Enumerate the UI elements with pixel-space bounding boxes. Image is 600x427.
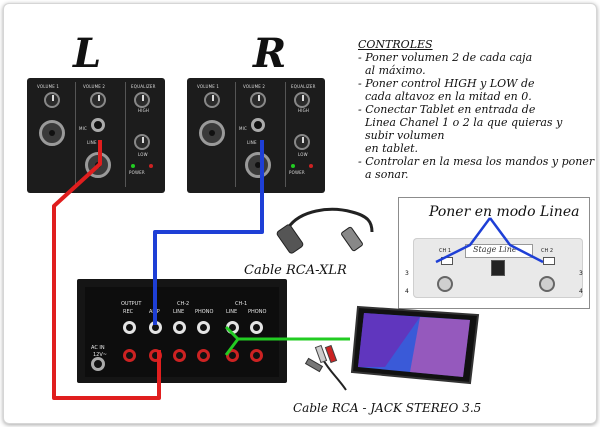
red-cable xyxy=(52,140,161,400)
equalizer-label: EQUALIZER xyxy=(131,84,156,89)
ch2-line-rca-right[interactable] xyxy=(173,349,186,362)
blue-cable xyxy=(153,140,264,325)
instruction-line: - Poner control HIGH y LOW de xyxy=(358,77,535,90)
ch1-phono-label: PHONO xyxy=(248,309,267,315)
instructions-block: CONTROLES - Poner volumen 2 de cada caja… xyxy=(358,38,595,181)
volume2-label: VOLUME 2 xyxy=(83,84,106,89)
voltage-label: 12V~ xyxy=(93,352,107,358)
instructions-title: CONTROLES xyxy=(358,38,433,51)
power-led xyxy=(291,164,295,168)
instruction-line: Linea Chanel 1 o 2 la que quieras y xyxy=(365,116,563,129)
ch1-phono-rca-left[interactable] xyxy=(250,321,263,334)
ac-in-label: AC IN xyxy=(91,345,105,351)
ch2-phono-label: PHONO xyxy=(195,309,214,315)
power-label: POWER xyxy=(289,170,305,175)
line-mode-arrow-right xyxy=(488,217,544,264)
volume1-label: VOLUME 1 xyxy=(197,84,220,89)
power-label: POWER xyxy=(129,170,145,175)
power-switch[interactable] xyxy=(491,260,505,276)
high-label: HIGH xyxy=(138,108,150,113)
mixer-rear-panel: OUTPUT CH-2 CH-1 REC AMP LINE PHONO LINE… xyxy=(77,279,287,383)
clip-led xyxy=(149,164,153,168)
left-speaker-label: L xyxy=(73,30,102,77)
rca-plug-icon xyxy=(341,226,363,252)
ch1-label: CH-1 xyxy=(235,301,248,307)
mic-xlr-input[interactable] xyxy=(199,120,225,146)
label-4-right: 4 xyxy=(579,288,583,295)
volume2-knob[interactable] xyxy=(250,92,266,108)
ch2-phono-rca-left[interactable] xyxy=(197,321,210,334)
rca-xlr-cable-drawing xyxy=(286,207,374,233)
volume1-label: VOLUME 1 xyxy=(37,84,60,89)
rec-rca-left[interactable] xyxy=(123,321,136,334)
instruction-line: cada altavoz en la mitad en 0. xyxy=(365,90,532,103)
ch1-label: CH 1 xyxy=(439,248,452,254)
line-xlr-input[interactable] xyxy=(245,152,271,178)
line-mode-box: Poner en modo Linea Stage Line CH 1 CH 2… xyxy=(398,197,590,309)
ac-in-jack[interactable] xyxy=(91,357,105,371)
ch1-phono-rca-right[interactable] xyxy=(250,349,263,362)
ch2-line-rca-left[interactable] xyxy=(173,321,186,334)
equalizer-label: EQUALIZER xyxy=(291,84,316,89)
rec-rca-right[interactable] xyxy=(123,349,136,362)
instruction-line: en tablet. xyxy=(365,142,419,155)
ch1-volume-knob[interactable] xyxy=(437,276,453,292)
ch2-line-label: LINE xyxy=(173,309,185,315)
instruction-line: - Conectar Tablet en entrada de xyxy=(358,103,536,116)
output-label: OUTPUT xyxy=(121,301,142,307)
rca-jack-cable-drawing xyxy=(304,344,347,391)
instruction-line: al máximo. xyxy=(365,64,426,77)
low-knob[interactable] xyxy=(134,134,150,150)
right-speaker-label: R xyxy=(253,30,287,77)
ch2-label: CH 2 xyxy=(541,248,554,254)
tablet-icon xyxy=(350,305,480,385)
right-speaker-panel: VOLUME 1 VOLUME 2 EQUALIZER HIGH LOW MIC… xyxy=(187,78,325,193)
instruction-line: subir volumen xyxy=(365,129,445,142)
label-4-left: 4 xyxy=(405,288,409,295)
mixer-top-closeup: Stage Line CH 1 CH 2 xyxy=(413,238,583,298)
cable-rca-jack-caption: Cable RCA - JACK STEREO 3.5 xyxy=(293,401,482,415)
line-mode-arrow-left xyxy=(435,217,492,264)
brand-logo: Stage Line xyxy=(473,245,517,254)
low-label: LOW xyxy=(298,152,308,157)
instruction-line: a sonar. xyxy=(365,168,409,181)
label-3-right: 3 xyxy=(579,270,583,277)
volume2-knob[interactable] xyxy=(90,92,106,108)
mic-xlr-input[interactable] xyxy=(39,120,65,146)
line-label: LINE xyxy=(247,140,257,145)
instruction-line: - Poner volumen 2 de cada caja xyxy=(358,51,533,64)
low-label: LOW xyxy=(138,152,148,157)
clip-led xyxy=(309,164,313,168)
green-cable xyxy=(224,325,350,341)
mic-label: MIC xyxy=(239,126,248,131)
line-jack[interactable] xyxy=(91,118,105,132)
instruction-line: - Controlar en la mesa los mandos y pone… xyxy=(358,155,595,168)
ch2-volume-knob[interactable] xyxy=(539,276,555,292)
line-jack[interactable] xyxy=(251,118,265,132)
green-cable-branch xyxy=(224,338,240,356)
volume2-label: VOLUME 2 xyxy=(243,84,266,89)
high-label: HIGH xyxy=(298,108,310,113)
line-mode-title: Poner en modo Linea xyxy=(429,204,580,220)
line-label: LINE xyxy=(87,140,97,145)
label-3-left: 3 xyxy=(405,270,409,277)
power-led xyxy=(131,164,135,168)
volume1-knob[interactable] xyxy=(204,92,220,108)
ch2-phono-rca-right[interactable] xyxy=(197,349,210,362)
low-knob[interactable] xyxy=(294,134,310,150)
ch2-label: CH-2 xyxy=(177,301,190,307)
cable-rca-xlr-caption: Cable RCA-XLR xyxy=(244,263,347,278)
xlr-plug-icon xyxy=(276,224,304,254)
rec-label: REC xyxy=(123,309,134,315)
volume1-knob[interactable] xyxy=(44,92,60,108)
mic-label: MIC xyxy=(79,126,88,131)
high-knob[interactable] xyxy=(294,92,310,108)
high-knob[interactable] xyxy=(134,92,150,108)
ch1-line-label: LINE xyxy=(226,309,238,315)
